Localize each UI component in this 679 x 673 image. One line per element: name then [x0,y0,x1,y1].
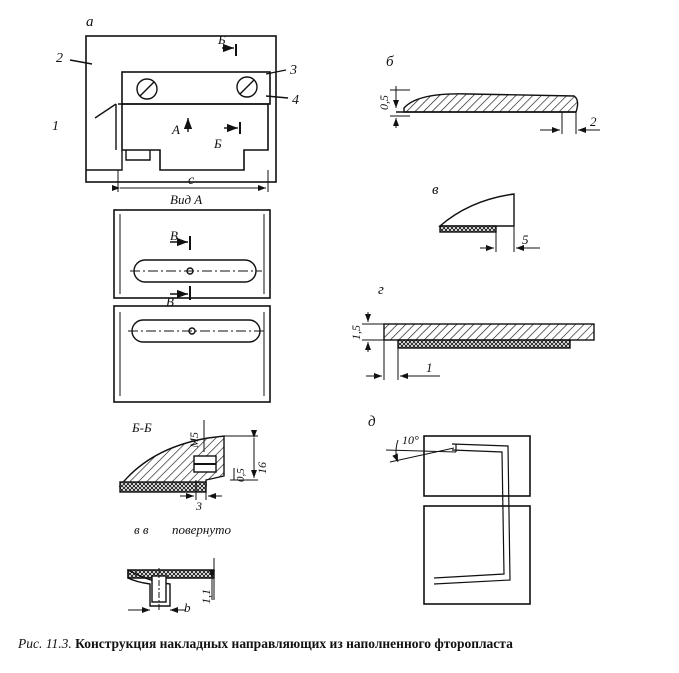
section-bb [118,420,258,500]
view-b [390,86,600,134]
label-view-d: д [368,414,376,430]
dim-05-bb: 0,5 [235,468,247,482]
dim-1: 1 [426,360,433,375]
label-rotated: повернуто [172,522,232,537]
dim-05-b: 0,5 [377,95,391,110]
dim-angle: 10° [402,433,419,447]
label-view-g: г [378,282,384,298]
caption-prefix: Рис. 11.3. [18,636,72,651]
dim-2: 2 [590,114,597,129]
section-vv [127,558,215,613]
dim-m5: М5 [187,432,201,449]
label-section-b-top: Б [217,32,226,47]
view-v [438,193,540,252]
caption-text: Конструкция накладных направляющих из на… [75,636,513,651]
label-part-4: 4 [292,93,299,108]
label-view-a: а [86,14,94,30]
label-arrow-a: А [171,122,180,137]
label-view-b: б [386,54,394,70]
view-g [362,312,595,380]
label-part-1: 1 [52,119,59,134]
view-a-assembly [69,35,289,192]
label-section-vv: в в [134,522,149,537]
label-section-bb: Б-Б [131,420,152,435]
label-view-v: в [432,182,439,198]
label-vid-a: Вид А [170,192,202,207]
dim-15: 1,5 [349,325,363,340]
label-dim-b: b [184,600,191,615]
view-a-plan [113,209,271,403]
label-section-v-top: В [170,228,178,243]
label-part-2: 2 [56,51,63,66]
dim-16: 16 [255,462,269,474]
label-dim-c: с [188,173,195,188]
figure-caption: Рис. 11.3. Конструкция накладных направл… [18,636,513,652]
view-d [385,435,531,605]
label-section-v-bottom: В [166,294,174,309]
dim-11: 1,1 [199,589,213,604]
label-section-b-bottom: Б [213,136,222,151]
dim-3: 3 [195,499,202,513]
label-part-3: 3 [289,63,297,78]
dim-5: 5 [522,232,529,247]
